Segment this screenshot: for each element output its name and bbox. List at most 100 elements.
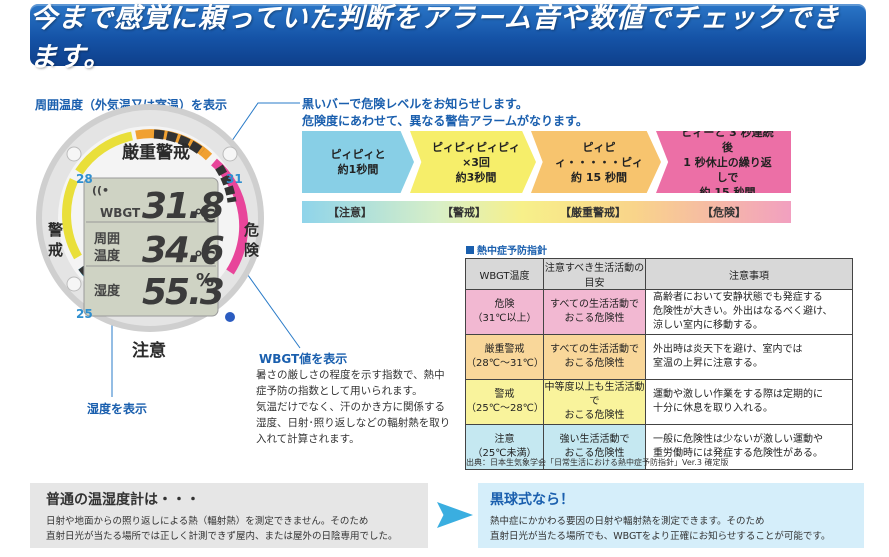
header-banner: 今まで感覚に頼っていた判断をアラーム音や数値でチェックできます。 xyxy=(30,3,866,73)
alarm-pattern-caution: ピィピィと約1秒間 xyxy=(302,131,414,193)
normal-thermometer-line1: 日射や地面からの照り返しによる熱（輻射熱）を測定できません。そのため xyxy=(46,516,369,527)
lcd-value-humidity: 55.3 xyxy=(142,272,225,313)
table-header: 注意すべき生活活動の目安 xyxy=(543,258,646,290)
black-globe-line2: 直射日光が当たる場所でも、WBGTをより正確にお知らせすることが可能です。 xyxy=(490,531,831,542)
alarm-pattern-severe: ピィピィ・・・・・ピィ約 15 秒間 xyxy=(531,131,661,193)
level-danger: 【危険】 xyxy=(702,206,746,219)
alarm-danger-line2: 1 秒休止の繰り返しで xyxy=(683,155,772,184)
alarm-pattern-warning: ピィピィピィピィ×3回約3秒間 xyxy=(410,131,536,193)
table-row: 厳重警戒 （28℃～31℃） すべての生活活動でおこる危険性 外出時は炎天下を避け… xyxy=(465,334,853,380)
activity-text: 強い生活活動で xyxy=(559,434,630,445)
table-row: 危険（31℃以上） すべての生活活動でおこる危険性 高齢者において安静状態でも発… xyxy=(465,289,853,335)
lcd-label-ambient-2: 温度 xyxy=(94,249,121,264)
lcd-value-ambient: 34.6 xyxy=(142,230,225,271)
wbgt-description: 暑さの厳しさの程度を示す指数で、熱中 症予防の指数として用いられます。 気温だけ… xyxy=(256,367,452,447)
table-cell-activity: 中等度以上も生活活動でおこる危険性 xyxy=(543,379,646,425)
note-text: 重労働時には発症する危険性がある。 xyxy=(653,448,823,459)
note-text: 十分に休息を取り入れる。 xyxy=(653,403,773,414)
wbgt-desc-line: 暑さの厳しさの程度を示す指数で、熱中 xyxy=(256,369,445,381)
level-caution: 【注意】 xyxy=(328,206,372,219)
alarm-danger-line1: ピィーと 3 秒連続後 xyxy=(681,125,774,154)
black-globe-line1: 熱中症にかかわる要因の日射や輻射熱を測定できます。そのため xyxy=(490,516,765,527)
table-cell-note: 一般に危険性は少ないが激しい運動や重労働時には発症する危険性がある。 xyxy=(645,424,853,470)
table-cell-note: 高齢者において安静状態でも発症する危険性が大きい。外出はなるべく避け、涼しい室内… xyxy=(645,289,853,335)
level-range: （25℃未満） xyxy=(472,448,537,459)
note-text: 一般に危険性は少ないが激しい運動や xyxy=(653,434,823,445)
level-name: 注意 xyxy=(494,434,515,445)
table-cell-level: 注意 （25℃未満） xyxy=(465,424,544,470)
lcd-unit-humidity: % xyxy=(196,270,215,291)
note-text: 高齢者において安静状態でも発症する xyxy=(653,292,823,303)
wbgt-desc-line: 湿度、日射･照り返しなどの輻射熱を取り xyxy=(256,417,451,429)
lcd-label-wbgt: WBGT xyxy=(100,206,141,220)
humidity-callout: 湿度を表示 xyxy=(87,402,148,416)
note-text: 涼しい室内に移動する。 xyxy=(653,320,763,331)
lcd-value-wbgt: 31.8 xyxy=(142,186,225,227)
wbgt-desc-line: 症予防の指数として用いられます。 xyxy=(256,385,423,397)
dial-word-caution: 注意 xyxy=(132,341,166,361)
table-header: 注意事項 xyxy=(645,258,853,290)
blackbar-callout-line2: 危険度にあわせて、異なる警告アラームがなります。 xyxy=(302,114,588,128)
lcd-unit-wbgt: ℃ xyxy=(194,206,216,227)
dial-number-25: 25 xyxy=(76,307,93,321)
normal-thermometer-box: 普通の温湿度計は・・・ 日射や地面からの照り返しによる熱（輻射熱）を測定できませ… xyxy=(30,483,428,548)
table-row: 警戒（25℃～28℃） 中等度以上も生活活動でおこる危険性 運動や激しい作業をす… xyxy=(465,379,853,425)
dial-word-danger: 危険 xyxy=(244,221,260,259)
alarm-caution-line1: ピィピィと xyxy=(330,148,386,161)
black-globe-box: 黒球式なら！ 熱中症にかかわる要因の日射や輻射熱を測定できます。そのため 直射日… xyxy=(478,483,864,548)
table-cell-activity: 強い生活活動でおこる危険性 xyxy=(543,424,646,470)
alarm-severe-line2: 約 15 秒間 xyxy=(571,170,627,184)
table-header: WBGT温度 xyxy=(465,258,544,290)
level-severe: 【厳重警戒】 xyxy=(560,206,626,219)
activity-text: 中等度以上も生活活動で xyxy=(544,382,645,407)
dial-word-warning: 警戒 xyxy=(48,221,64,259)
black-globe-title: 黒球式なら！ xyxy=(490,492,574,508)
note-text: 室温の上昇に注意する。 xyxy=(653,358,763,369)
table-row: 注意 （25℃未満） 強い生活活動でおこる危険性 一般に危険性は少ないが激しい運動… xyxy=(465,424,853,470)
heatstroke-guide-table: WBGT温度 注意すべき生活活動の目安 注意事項 危険（31℃以上） すべての生… xyxy=(465,258,853,470)
table-cell-activity: すべての生活活動でおこる危険性 xyxy=(543,289,646,335)
table-source: 出典：日本生気象学会「日常生活における熱中症予防指針」Ver.3 確定版 xyxy=(466,458,729,467)
dial-number-31: 31 xyxy=(226,172,243,186)
table-cell-level: 警戒（25℃～28℃） xyxy=(465,379,544,425)
activity-text: おこる危険性 xyxy=(564,410,625,421)
wbgt-desc-line: 気温だけでなく、汗のかき方に関係する xyxy=(256,401,445,413)
thermometer-device: 厳重警戒 警戒 危険 注意 28 31 25 WBGT 31.8 ℃ 周囲 温度… xyxy=(34,102,266,361)
activity-text: すべての生活活動で xyxy=(550,299,639,310)
level-name: 厳重警戒 xyxy=(484,344,525,355)
lcd-label-humidity: 湿度 xyxy=(94,284,121,299)
activity-text: すべての生活活動で xyxy=(550,344,639,355)
alarm-warning-line2: 約3秒間 xyxy=(455,170,497,184)
level-warning: 【警戒】 xyxy=(442,206,486,219)
alarm-warning-line1: ピィピィピィピィ×3回 xyxy=(432,140,520,169)
banner-title: 今まで感覚に頼っていた判断をアラーム音や数値でチェックできます。 xyxy=(30,3,840,73)
lcd-unit-ambient: ℃ xyxy=(194,248,216,269)
level-range: （28℃～31℃） xyxy=(466,358,544,369)
alarm-danger-line3: 約 15 秒間 xyxy=(699,185,756,199)
dial-word-severe: 厳重警戒 xyxy=(122,143,190,163)
table-cell-level: 厳重警戒 （28℃～31℃） xyxy=(465,334,544,380)
activity-text: おこる危険性 xyxy=(564,358,625,369)
note-text: 外出時は炎天下を避け、室内では xyxy=(653,344,803,355)
square-bullet-icon xyxy=(466,246,474,254)
wbgt-desc-line: 入れて計算されます。 xyxy=(256,433,360,445)
blackbar-callout-line1: 黒いバーで危険レベルをお知らせします。 xyxy=(302,97,528,111)
table-header-row: WBGT温度 注意すべき生活活動の目安 注意事項 xyxy=(465,258,853,290)
table-cell-note: 外出時は炎天下を避け、室内では室温の上昇に注意する。 xyxy=(645,334,853,380)
table-title-text: 熱中症予防指針 xyxy=(477,246,547,257)
alarm-severe-line1: ピィピィ・・・・・ピィ xyxy=(555,140,643,169)
dial-number-28: 28 xyxy=(76,172,93,186)
activity-text: おこる危険性 xyxy=(564,313,625,324)
level-name: 警戒 xyxy=(494,389,515,400)
level-range: （31℃以上） xyxy=(472,313,537,324)
alarm-caution-line2: 約1秒間 xyxy=(337,163,379,176)
lcd-label-ambient-1: 周囲 xyxy=(94,232,121,247)
device-dial xyxy=(36,104,264,332)
alarm-sound-icon: ((• xyxy=(92,184,110,197)
table-cell-activity: すべての生活活動でおこる危険性 xyxy=(543,334,646,380)
activity-text: おこる危険性 xyxy=(564,448,625,459)
normal-thermometer-line2: 直射日光が当たる場所では正しく計測できず屋内、または屋外の日陰専用でした。 xyxy=(46,531,398,542)
normal-thermometer-title: 普通の温湿度計は・・・ xyxy=(46,492,200,508)
table-title: 熱中症予防指針 xyxy=(466,242,547,257)
